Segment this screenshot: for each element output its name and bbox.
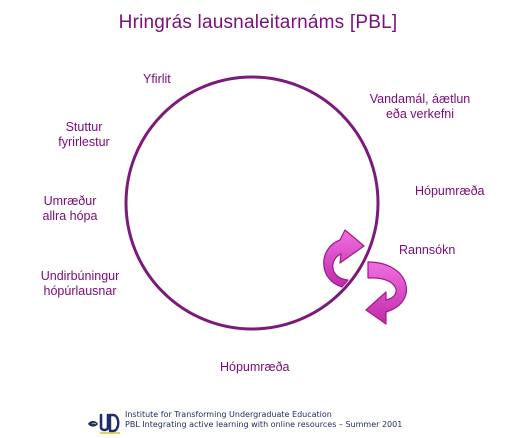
cycle-arrows-icon <box>323 229 407 325</box>
label-umraedur-line1: Umræður <box>43 194 97 208</box>
footer-line2: PBL Integrating active learning with onl… <box>125 420 403 429</box>
footer-text: Institute for Transforming Undergraduate… <box>125 410 402 430</box>
label-vandamal: Vandamál, áætlun eða verkefni <box>364 92 476 122</box>
label-umraedur: Umræður allra hópa <box>30 194 110 224</box>
label-stuttur-line2: fyrirlestur <box>58 135 110 149</box>
label-undirbuningur-line2: hópúrlausnar <box>43 284 117 298</box>
label-vandamal-line2: eða verkefni <box>385 107 455 121</box>
label-rannsokn: Rannsókn <box>399 243 456 257</box>
page-title: Hringrás lausnaleitarnáms [PBL] <box>118 12 398 33</box>
label-stuttur-line1: Stuttur <box>65 120 103 134</box>
label-stuttur: Stuttur fyrirlestur <box>44 120 124 150</box>
label-undirbuningur-line1: Undirbúningur <box>40 269 120 283</box>
footer-line1: Institute for Transforming Undergraduate… <box>125 410 332 419</box>
label-hopumraeda-right: Hópumræða <box>415 184 485 198</box>
label-vandamal-line1: Vandamál, áætlun <box>369 92 471 106</box>
cycle-circle <box>124 75 380 331</box>
label-umraedur-line2: allra hópa <box>42 209 98 223</box>
label-yfirlit: Yfirlit <box>143 72 171 86</box>
arrow-upper-icon <box>323 229 365 288</box>
label-undirbuningur: Undirbúningur hópúrlausnar <box>28 269 132 299</box>
arrow-lower-icon <box>365 261 407 325</box>
label-hopumraeda-bottom: Hópumræða <box>220 360 290 374</box>
ud-university-logo-icon <box>88 413 120 434</box>
